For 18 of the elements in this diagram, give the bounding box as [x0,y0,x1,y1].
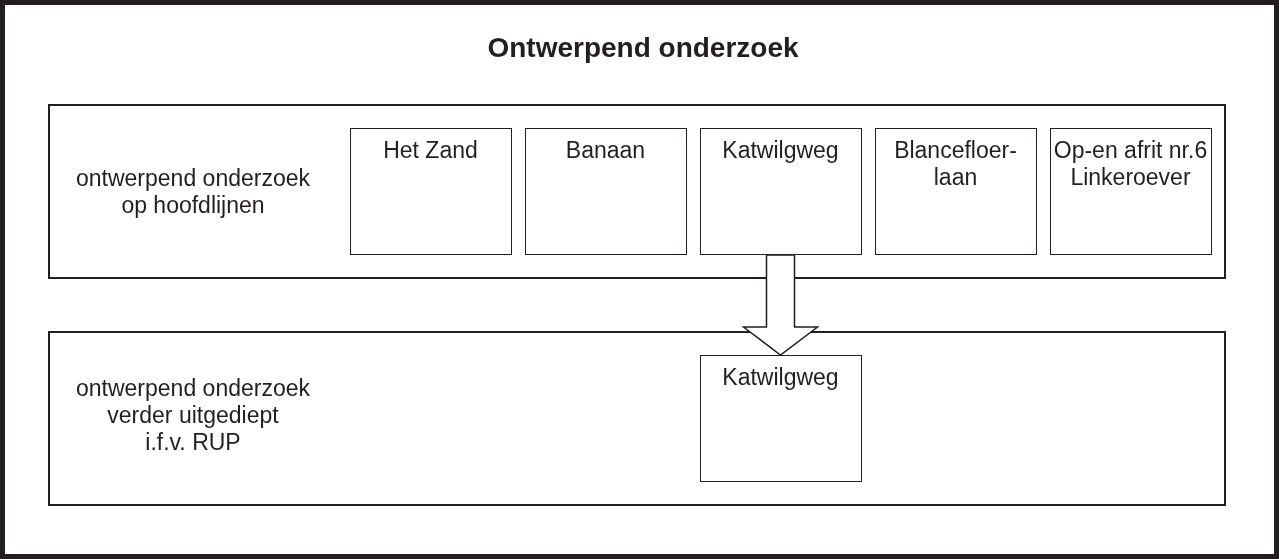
site-box [1049,128,1212,255]
site-name: Het Zand [383,137,478,164]
site-name: Katwilgweg [722,364,839,391]
site-box [349,128,512,255]
site-box [699,128,862,255]
site-box [699,355,862,482]
phase-label: ontwerpend onderzoek op hoofdlijnen [76,164,310,219]
phase-band [48,104,1226,279]
block-arrow [741,254,820,356]
site-name: Banaan [565,137,646,164]
diagram-title: Ontwerpend onderzoek [487,31,799,65]
phase-label: ontwerpend onderzoek verder uitgediept i.f.v. RUP [76,374,310,455]
site-name: Op-en afrit nr.6 Linkeroever [1053,137,1208,191]
site-name: Katwilgweg [722,137,839,164]
site-box [524,128,687,255]
site-box [874,128,1037,255]
site-name: Blancefloer- laan [894,137,1017,191]
phase-band [48,331,1226,506]
